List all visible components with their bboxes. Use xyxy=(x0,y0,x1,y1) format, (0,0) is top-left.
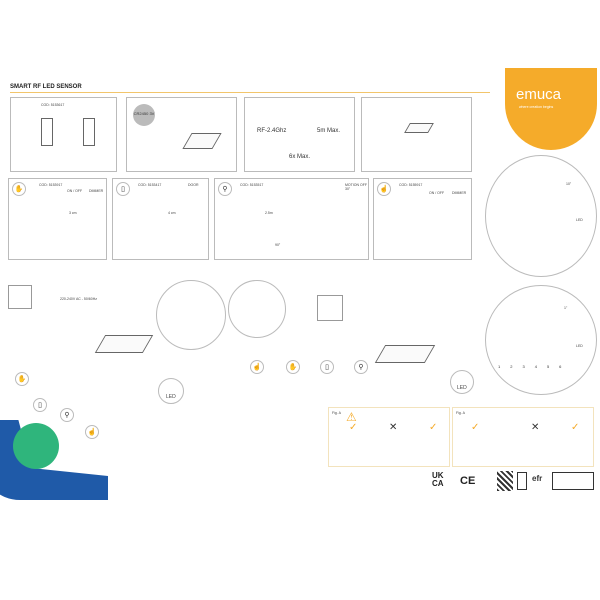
touch-icon: ☝ xyxy=(377,182,391,196)
wall-socket xyxy=(8,285,32,309)
range-label: 5m Max. xyxy=(317,128,341,134)
mode-label: MOTION OFF 30" xyxy=(345,183,367,191)
product-code: COD: 5155917 xyxy=(399,183,423,187)
cross-icon: ✕ xyxy=(531,422,540,433)
figure-label: Fig. A xyxy=(332,411,341,415)
channel: 2 xyxy=(510,364,513,369)
sensor-drawing xyxy=(41,118,53,146)
led-label: LED xyxy=(576,218,583,222)
mode-label: ON / OFF xyxy=(67,189,83,193)
door-icon: ▯ xyxy=(320,360,334,374)
panel-hand-wave: COD: 5153917 ON / OFF DIMMER 3 cm ✋ xyxy=(8,178,107,260)
panel-mounting: COD: 5153617 xyxy=(10,97,117,172)
receiver-drawing xyxy=(374,345,436,363)
person-icon: ⚲ xyxy=(354,360,368,374)
ce-mark: CE xyxy=(460,475,476,487)
brand-name: emuca xyxy=(516,86,562,103)
page-title: SMART RF LED SENSOR xyxy=(10,84,82,90)
led-icon: LED xyxy=(450,370,474,394)
panel-install xyxy=(361,97,472,172)
brand-tagline: where creation begins xyxy=(519,105,554,109)
mode-label: DIMMER xyxy=(452,191,467,195)
led-icon: LED xyxy=(158,378,184,404)
distance-label: 4 cm xyxy=(168,211,176,215)
hand-wave-icon: ✋ xyxy=(286,360,300,374)
product-code: COD: 5153617 xyxy=(41,103,65,107)
warning-icon: ⚠ xyxy=(346,410,357,424)
rf-label: RF-2.4Ghz xyxy=(257,128,287,134)
ukca-mark: UK CA xyxy=(432,471,444,488)
channel: 5 xyxy=(546,364,550,369)
channel: 4 xyxy=(534,364,537,369)
person-icon: ⚲ xyxy=(60,408,74,422)
product-code: COD: 5153417 xyxy=(138,183,162,187)
efr-logo: efr xyxy=(532,474,543,483)
person-icon: ⚲ xyxy=(218,182,232,196)
er-mark xyxy=(517,472,527,490)
distance-label: 2.5m xyxy=(265,211,273,215)
brand-logo xyxy=(505,68,597,150)
check-icon: ✓ xyxy=(571,422,580,433)
figure-a-1: Fig. A ⚠ ✓ ✕ ✓ xyxy=(328,407,450,467)
mode-label: DIMMER xyxy=(89,189,104,193)
channel: 1 xyxy=(498,364,501,369)
led-label: LED xyxy=(576,344,583,348)
pairing-detail-1: 10" LED xyxy=(485,155,597,277)
check-icon: ✓ xyxy=(471,422,480,433)
product-code: COD: 5153917 xyxy=(39,183,63,187)
panel-rf: RF-2.4Ghz 5m Max. 6x Max. xyxy=(244,97,355,172)
distance-label: 3 cm xyxy=(69,211,77,215)
hand-wave-icon: ✋ xyxy=(15,372,29,386)
certification-logos xyxy=(552,472,594,490)
channel-list: 1 2 3 4 5 6 xyxy=(498,364,561,369)
touch-icon: ☝ xyxy=(85,425,99,439)
divider xyxy=(10,92,490,93)
sensor-drawing xyxy=(83,118,95,146)
check-icon: ✓ xyxy=(349,422,358,433)
hand-wave-icon: ✋ xyxy=(12,182,26,196)
receiver-drawing xyxy=(94,335,154,353)
check-icon: ✓ xyxy=(429,422,438,433)
decorative-green-circle xyxy=(13,423,59,469)
pairing-detail-2: 1" LED 1 2 3 4 5 6 xyxy=(485,285,597,395)
mode-label: DOOR xyxy=(188,183,199,187)
panel-door: COD: 5153417 DOOR 4 cm ▯ xyxy=(112,178,209,260)
figure-a-2: Fig. A ✓ ✕ ✓ xyxy=(452,407,594,467)
led-label: LED xyxy=(457,385,467,391)
figure-label: Fig. A xyxy=(456,411,465,415)
door-icon: ▯ xyxy=(116,182,130,196)
time-label: 1" xyxy=(564,306,568,310)
panel-motion: COD: 5153517 MOTION OFF 30" 2.5m 90° ⚲ xyxy=(214,178,369,260)
qr-code xyxy=(497,471,513,491)
mode-label: ON / OFF xyxy=(429,191,445,195)
sensor-drawing xyxy=(404,123,434,133)
power-label: 220-240V AC - 50/60Hz xyxy=(60,297,97,301)
led-label: LED xyxy=(166,394,176,400)
angle-label: 90° xyxy=(275,243,281,247)
connector-detail xyxy=(156,280,226,350)
touch-icon: ☝ xyxy=(250,360,264,374)
time-label: 10" xyxy=(566,182,572,186)
panel-touch: COD: 5155917 ON / OFF DIMMER ☝ xyxy=(373,178,472,260)
channel: 6 xyxy=(559,364,562,369)
door-icon: ▯ xyxy=(33,398,47,412)
product-code: COD: 5153517 xyxy=(240,183,264,187)
receiver-drawing xyxy=(182,133,222,149)
cross-icon: ✕ xyxy=(389,422,398,433)
count-label: 6x Max. xyxy=(289,154,311,160)
battery-icon: CR2450 3V xyxy=(133,104,155,126)
panel-battery: CR2450 3V xyxy=(126,97,237,172)
connector-detail xyxy=(228,280,286,338)
wall-socket xyxy=(317,295,343,321)
channel: 3 xyxy=(522,364,525,369)
